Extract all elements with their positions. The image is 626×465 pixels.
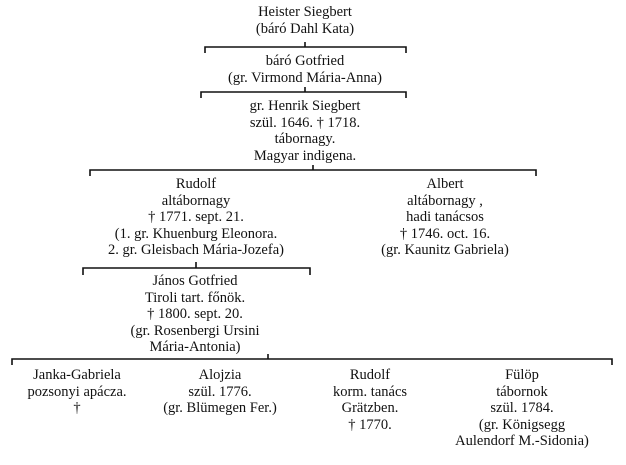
person-line: (gr. Virmond Mária-Anna): [228, 69, 382, 86]
bracket-gen5-to-gen6: [11, 354, 613, 365]
person-line: † 1746. oct. 16.: [399, 225, 491, 242]
person-line: tábornagy.: [274, 131, 336, 148]
person-henrik-siegbert: gr. Henrik Siegbert szül. 1646. † 1718. …: [190, 98, 420, 164]
person-line: szül. 1784.: [490, 400, 554, 417]
person-janos-gotfried: János Gotfried Tiroli tart. főnök. † 180…: [85, 273, 305, 356]
person-line: szül. 1776.: [188, 383, 252, 400]
person-line: hadi tanácsos: [406, 209, 484, 226]
person-line: pozsonyi apácza.: [27, 383, 127, 400]
person-line: János Gotfried: [152, 273, 238, 289]
person-heister-siegbert: Heister Siegbert (báró Dahl Kata): [205, 4, 405, 37]
person-line: Tiroli tart. főnök.: [144, 289, 246, 306]
person-line: Magyar indigena.: [253, 147, 357, 164]
person-alojzia: Alojzia szül. 1776. (gr. Blümegen Fer.): [135, 367, 305, 417]
person-line: báró Gotfried: [265, 53, 345, 69]
person-line: altábornagy: [161, 192, 231, 209]
person-line: 2. gr. Gleisbach Mária-Jozefa): [108, 242, 284, 259]
person-line: † 1770.: [348, 416, 392, 433]
person-line: † 1800. sept. 20.: [147, 306, 243, 323]
person-line: Fülöp: [505, 367, 539, 383]
bracket-gen3-to-gen4: [89, 165, 537, 176]
person-line: korm. tanács: [332, 383, 408, 400]
person-line: Alojzia: [198, 367, 242, 383]
person-line: Heister Siegbert: [258, 4, 352, 20]
person-line: Janka-Gabriela: [33, 367, 121, 383]
person-baro-gotfried: báró Gotfried (gr. Virmond Mária-Anna): [180, 53, 430, 86]
bracket-gen1-to-gen2: [204, 42, 407, 53]
person-line: szül. 1646. † 1718.: [249, 114, 361, 131]
person-rudolf-korm-tanacs: Rudolf korm. tanács Grätzben. † 1770.: [305, 367, 435, 433]
person-line: tábornok: [496, 383, 548, 400]
person-line: (báró Dahl Kata): [255, 20, 355, 37]
person-line: (gr. Blümegen Fer.): [163, 400, 277, 417]
person-line: Albert: [426, 176, 464, 192]
person-line: Mária-Antonia): [149, 339, 241, 356]
person-line: (1. gr. Khuenburg Eleonora.: [114, 225, 278, 242]
person-line: altábornagy ,: [407, 192, 483, 209]
person-line: (gr. Königsegg: [478, 416, 566, 433]
person-line: †: [73, 400, 81, 417]
person-line: Grätzben.: [341, 400, 399, 417]
bracket-gen4-to-gen5: [82, 262, 311, 275]
person-line: (gr. Rosenbergi Ursini: [130, 322, 260, 339]
person-line: † 1771. sept. 21.: [148, 209, 244, 226]
person-rudolf-altabornagy: Rudolf altábornagy † 1771. sept. 21. (1.…: [66, 176, 326, 259]
bracket-gen2-to-gen3: [200, 87, 407, 98]
person-fulop: Fülöp tábornok szül. 1784. (gr. Königseg…: [430, 367, 614, 450]
person-line: gr. Henrik Siegbert: [249, 98, 361, 114]
person-janka-gabriela: Janka-Gabriela pozsonyi apácza. †: [2, 367, 152, 417]
person-albert: Albert altábornagy , hadi tanácsos † 174…: [350, 176, 540, 259]
person-line: Rudolf: [349, 367, 391, 383]
person-line: Aulendorf M.-Sidonia): [455, 433, 589, 450]
person-line: (gr. Kaunitz Gabriela): [381, 242, 509, 259]
person-line: Rudolf: [175, 176, 217, 192]
